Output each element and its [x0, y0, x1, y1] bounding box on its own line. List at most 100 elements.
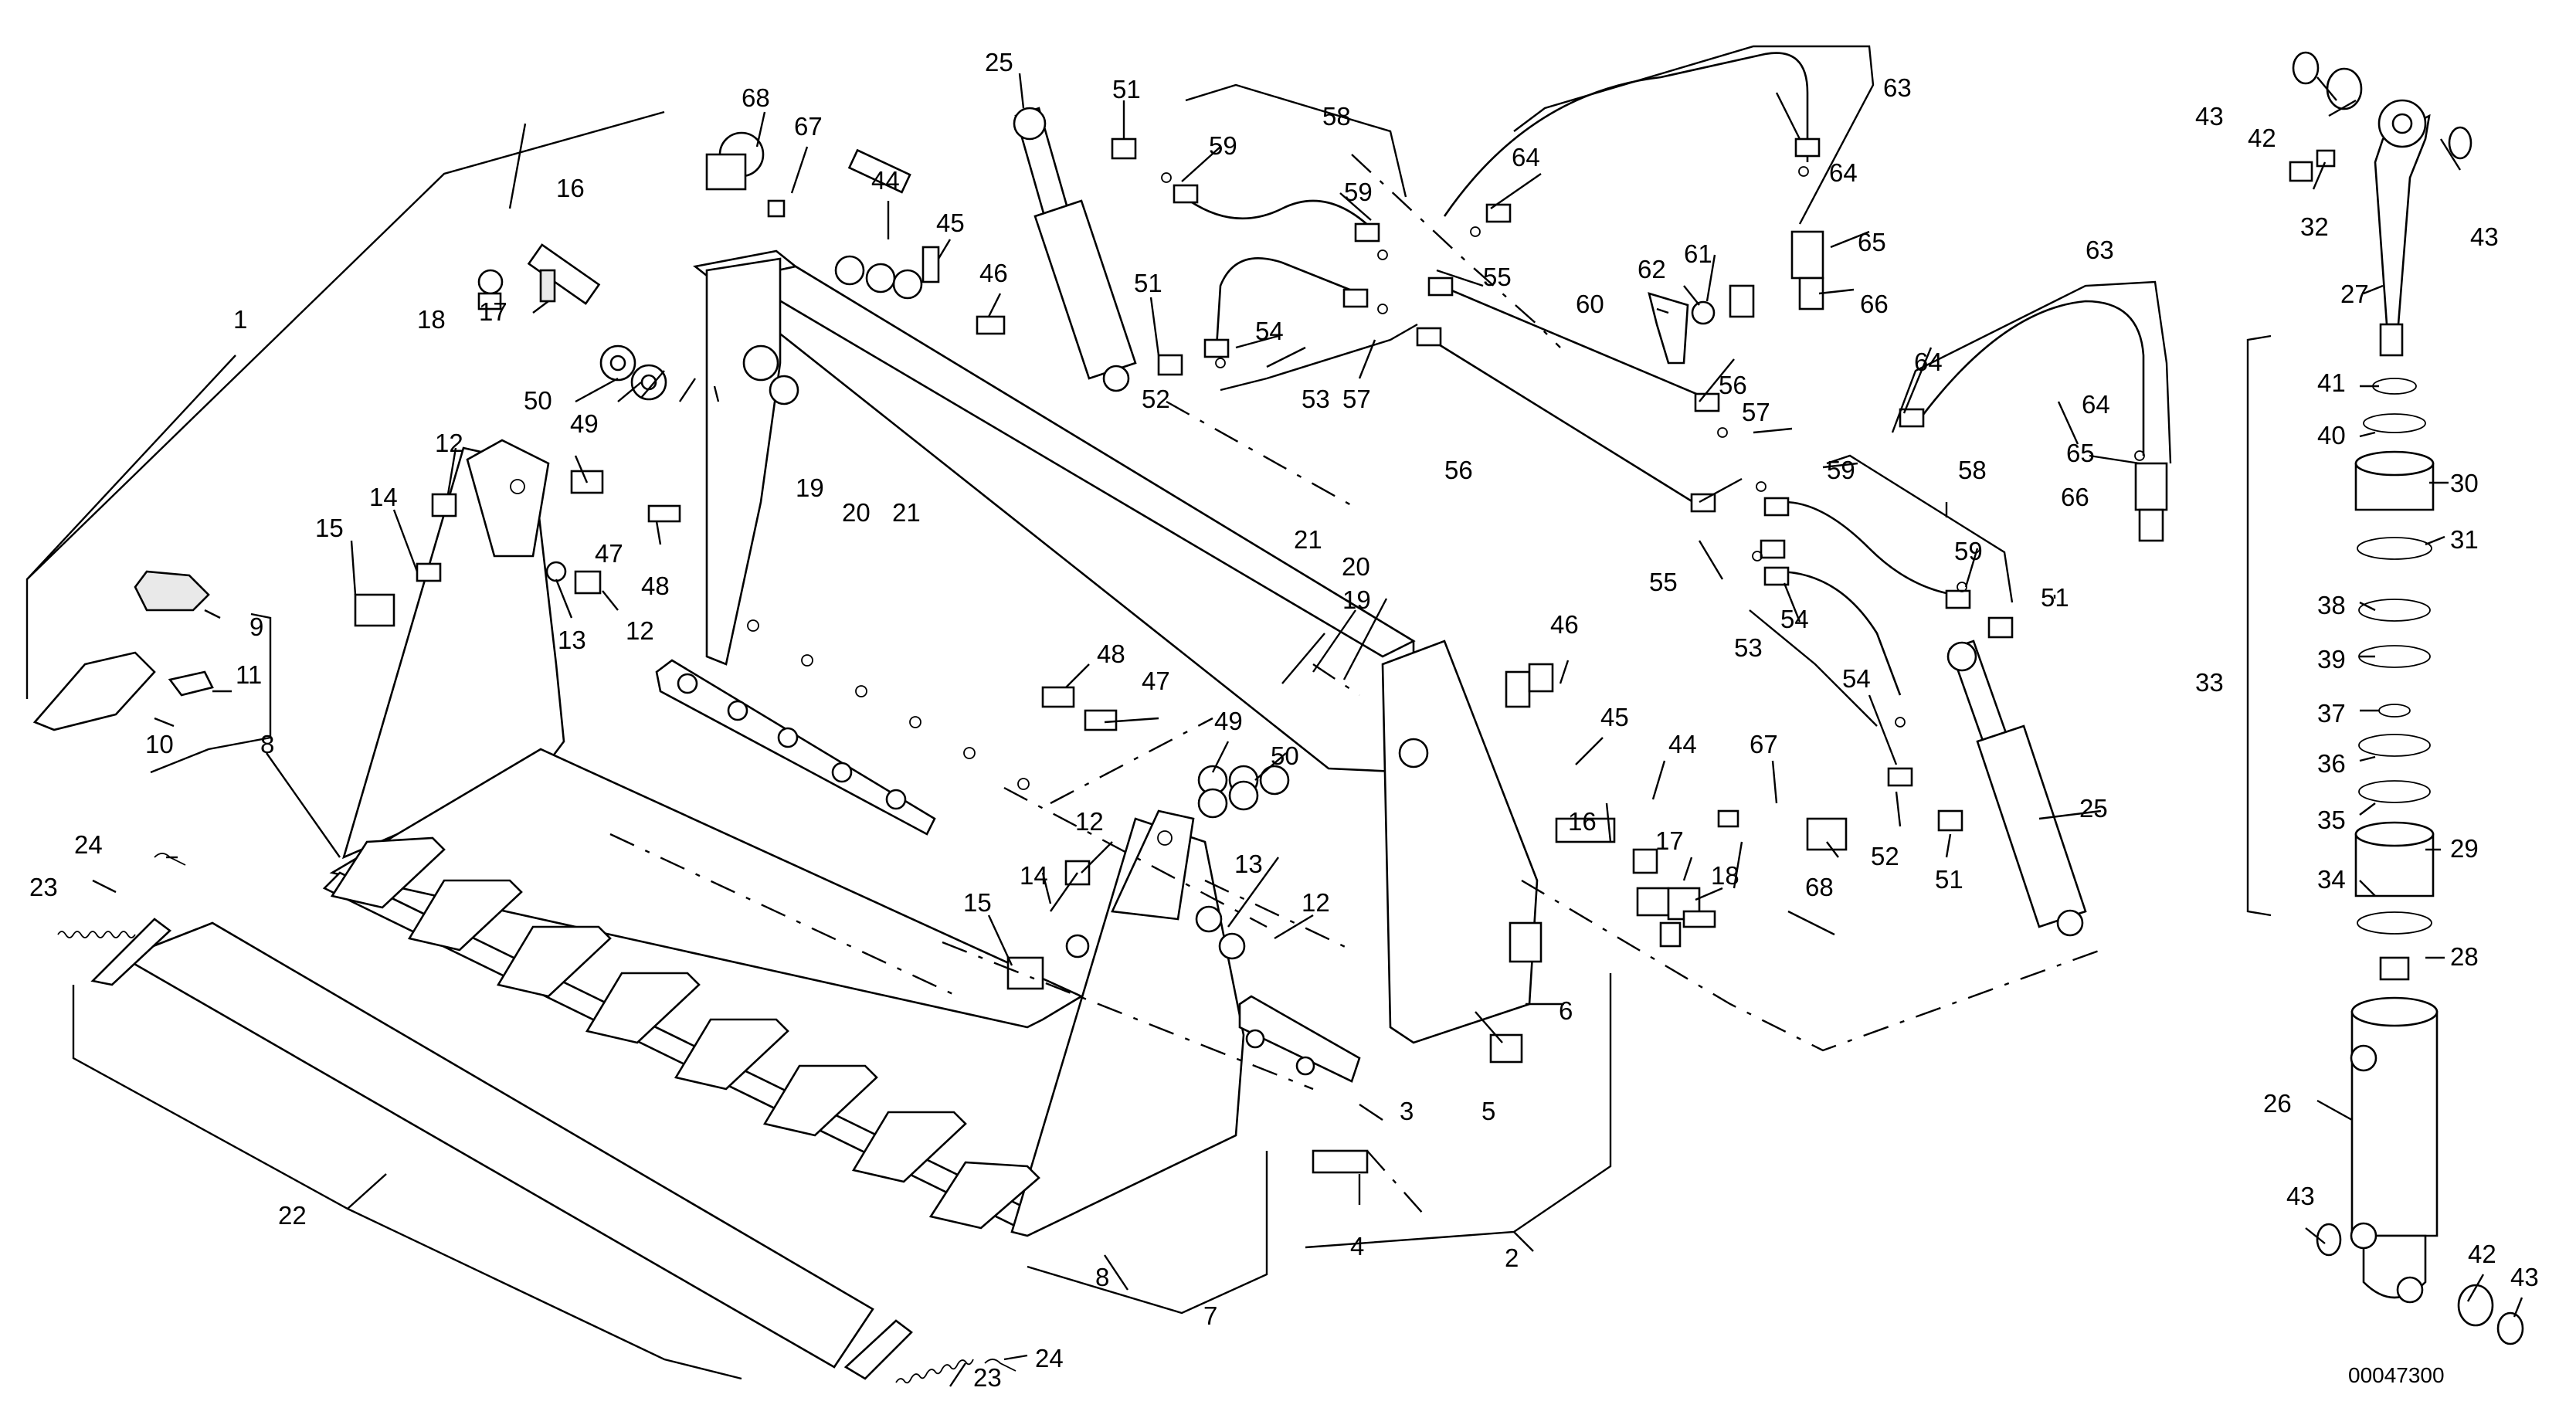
- callout-60: 60: [1576, 290, 1604, 318]
- callout-42: 42: [2468, 1240, 2496, 1268]
- callout-38: 38: [2317, 591, 2346, 619]
- callout-36: 36: [2317, 749, 2346, 778]
- callout-58: 58: [1322, 102, 1351, 131]
- bucket-holes: [747, 619, 1030, 790]
- callout-15: 15: [315, 514, 344, 542]
- callout-12: 12: [435, 429, 463, 457]
- callout-44: 44: [871, 166, 900, 195]
- callout-64: 64: [2082, 390, 2110, 419]
- callout-59: 59: [1954, 537, 1983, 565]
- left-hardware: [354, 131, 1290, 819]
- callout-13: 13: [1234, 850, 1263, 878]
- callout-10: 10: [145, 730, 174, 758]
- callout-51: 51: [2041, 583, 2069, 612]
- callout-48: 48: [641, 572, 670, 600]
- callout-55: 55: [1483, 263, 1512, 291]
- callout-49: 49: [1214, 707, 1243, 735]
- left-cylinder: [1013, 107, 1183, 392]
- callout-56: 56: [1444, 456, 1473, 484]
- callout-12: 12: [1302, 888, 1330, 917]
- callout-25: 25: [985, 48, 1013, 76]
- callout-59: 59: [1344, 178, 1373, 206]
- callout-42: 42: [2248, 124, 2276, 152]
- spring-right: [895, 1359, 974, 1384]
- callout-54: 54: [1255, 317, 1284, 345]
- callout-2: 2: [1505, 1243, 1519, 1272]
- callout-19: 19: [1342, 585, 1371, 614]
- callout-6: 6: [1559, 996, 1573, 1025]
- callout-29: 29: [2450, 834, 2479, 863]
- callout-55: 55: [1649, 568, 1678, 596]
- callout-53: 53: [1302, 385, 1330, 413]
- bucket-teeth: [330, 836, 1040, 1230]
- callout-63: 63: [2086, 236, 2114, 264]
- part-callouts: 1 2 3 4 5 6 7 8 8 9 10 11 12 12 12 12 13…: [29, 48, 2539, 1392]
- callout-24: 24: [1035, 1344, 1064, 1372]
- callout-53: 53: [1734, 633, 1763, 662]
- callout-7: 7: [1203, 1301, 1217, 1330]
- callout-48: 48: [1097, 640, 1125, 668]
- callout-9: 9: [249, 612, 263, 641]
- callout-52: 52: [1142, 385, 1170, 413]
- callout-12: 12: [1075, 807, 1104, 836]
- callout-43: 43: [2470, 222, 2499, 251]
- wear-strip-bolts: [677, 673, 907, 810]
- callout-32: 32: [2300, 212, 2329, 241]
- callout-56: 56: [1719, 371, 1747, 399]
- hydraulic-hoses: [1161, 52, 2168, 787]
- callout-35: 35: [2317, 806, 2346, 834]
- callout-1: 1: [233, 305, 247, 334]
- callout-63: 63: [1883, 73, 1912, 102]
- callout-47: 47: [595, 539, 623, 568]
- callout-59: 59: [1209, 131, 1237, 160]
- callout-43: 43: [2195, 102, 2224, 131]
- callout-46: 46: [979, 259, 1008, 287]
- callout-33: 33: [2195, 668, 2224, 697]
- callout-51: 51: [1935, 865, 1963, 894]
- callout-16: 16: [1568, 807, 1597, 836]
- callout-47: 47: [1142, 667, 1170, 695]
- callout-11: 11: [236, 660, 262, 689]
- leader-lines: [25, 45, 2523, 1387]
- callout-65: 65: [1858, 228, 1886, 256]
- callout-19: 19: [796, 473, 824, 502]
- callout-45: 45: [936, 209, 965, 237]
- callout-66: 66: [1860, 290, 1889, 318]
- callout-46: 46: [1550, 610, 1579, 639]
- callout-51: 51: [1112, 75, 1141, 103]
- callout-14: 14: [1020, 861, 1048, 890]
- callout-45: 45: [1600, 703, 1629, 731]
- callout-17: 17: [1655, 826, 1684, 855]
- tooth-guard: [121, 921, 874, 1369]
- callout-24: 24: [74, 830, 103, 859]
- tooth-guard-lip-right: [843, 1319, 913, 1380]
- callout-23: 23: [29, 873, 58, 901]
- callout-5: 5: [1481, 1097, 1495, 1125]
- right-cylinder: [1937, 616, 2087, 937]
- drawing-number: 00047300: [2348, 1363, 2445, 1387]
- callout-67: 67: [794, 112, 823, 141]
- callout-21: 21: [892, 498, 921, 527]
- callout-64: 64: [1914, 348, 1943, 376]
- clip-left: [154, 853, 186, 866]
- callout-39: 39: [2317, 645, 2346, 673]
- callout-61: 61: [1684, 239, 1712, 268]
- callout-12: 12: [626, 616, 654, 645]
- callout-64: 64: [1829, 158, 1858, 187]
- callout-20: 20: [1342, 552, 1370, 581]
- callout-54: 54: [1842, 664, 1871, 693]
- callout-3: 3: [1400, 1097, 1414, 1125]
- callout-43: 43: [2286, 1182, 2315, 1210]
- callout-30: 30: [2450, 469, 2479, 497]
- callout-64: 64: [1512, 143, 1540, 171]
- callout-50: 50: [1271, 741, 1299, 770]
- callout-13: 13: [558, 626, 586, 654]
- callout-31: 31: [2450, 525, 2479, 554]
- callout-68: 68: [1805, 873, 1834, 901]
- callout-28: 28: [2450, 942, 2479, 971]
- callout-20: 20: [842, 498, 871, 527]
- callout-21: 21: [1294, 525, 1322, 554]
- callout-27: 27: [2340, 280, 2369, 308]
- right-hardware: [1006, 663, 1848, 1174]
